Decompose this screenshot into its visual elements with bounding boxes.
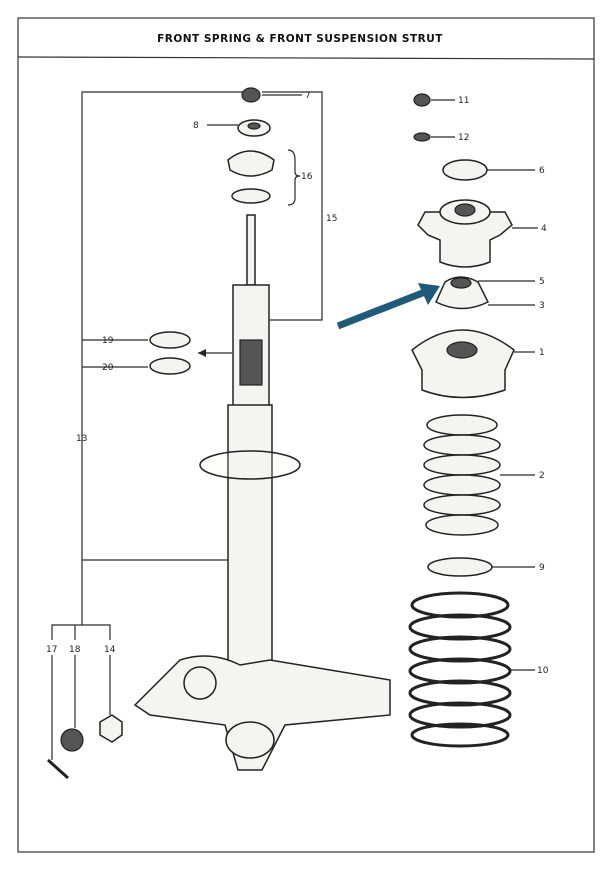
part-2-bump-boot (423, 414, 501, 536)
spring-components (408, 93, 538, 748)
callout-15: 15 (326, 214, 337, 224)
callout-6: 6 (539, 166, 545, 176)
group-bracket-bottom (51, 624, 111, 640)
part-20-seal (149, 357, 191, 375)
callout-10: 10 (537, 666, 549, 676)
callout-17: 17 (46, 645, 57, 655)
strut-assembly (46, 87, 391, 780)
page-frame (17, 17, 595, 853)
callout-9: 9 (539, 563, 545, 573)
bracket-16 (287, 149, 301, 206)
part-14-nut (99, 714, 123, 743)
part-16-mount (227, 150, 275, 177)
group-bracket-13 (81, 91, 245, 625)
part-3-5-bearing (435, 276, 490, 310)
callout-3: 3 (539, 301, 545, 311)
spring-seat (199, 450, 301, 480)
callout-14: 14 (104, 645, 116, 655)
group-bracket-15 (262, 91, 323, 321)
part-17-cotter-pin (46, 758, 70, 780)
callout-12: 12 (458, 133, 469, 143)
part-6-cap (442, 159, 488, 181)
part-1-spring-seat (411, 329, 515, 399)
callout-20: 20 (102, 363, 114, 373)
part-10-coil-spring (408, 591, 512, 748)
callout-4: 4 (541, 224, 547, 234)
ball-joint (225, 721, 275, 759)
callout-1: 1 (539, 348, 545, 358)
part-4-center (454, 203, 476, 217)
callout-13: 13 (76, 434, 87, 444)
strut-tube (227, 404, 273, 681)
diagram-title: FRONT SPRING & FRONT SUSPENSION STRUT (157, 33, 443, 45)
part-19-seal (149, 331, 191, 349)
callout-5: 5 (539, 277, 545, 287)
hub-flange (183, 666, 217, 700)
callout-19: 19 (102, 336, 114, 346)
install-arrow-head (198, 349, 206, 357)
callout-16: 16 (301, 172, 313, 182)
callout-8: 8 (193, 121, 199, 131)
callout-18: 18 (69, 645, 81, 655)
callout-11: 11 (458, 96, 469, 106)
piston-rod (246, 214, 256, 286)
part-11-nut (413, 93, 431, 107)
part-16-ring (231, 188, 271, 204)
callout-2: 2 (539, 471, 545, 481)
highlight-arrow (336, 283, 440, 330)
part-4-upper-mount (417, 211, 513, 268)
callout-7: 7 (305, 91, 311, 101)
part-1-center (446, 341, 478, 359)
part-8-hole (247, 122, 261, 130)
part-9-insulator (427, 557, 493, 577)
part-12-washer (413, 132, 431, 142)
part-5-inner (450, 277, 472, 289)
part-7-nut (241, 87, 261, 103)
title-divider (17, 56, 595, 60)
part-18-castle-nut (60, 728, 84, 752)
bump-stop (239, 339, 263, 386)
